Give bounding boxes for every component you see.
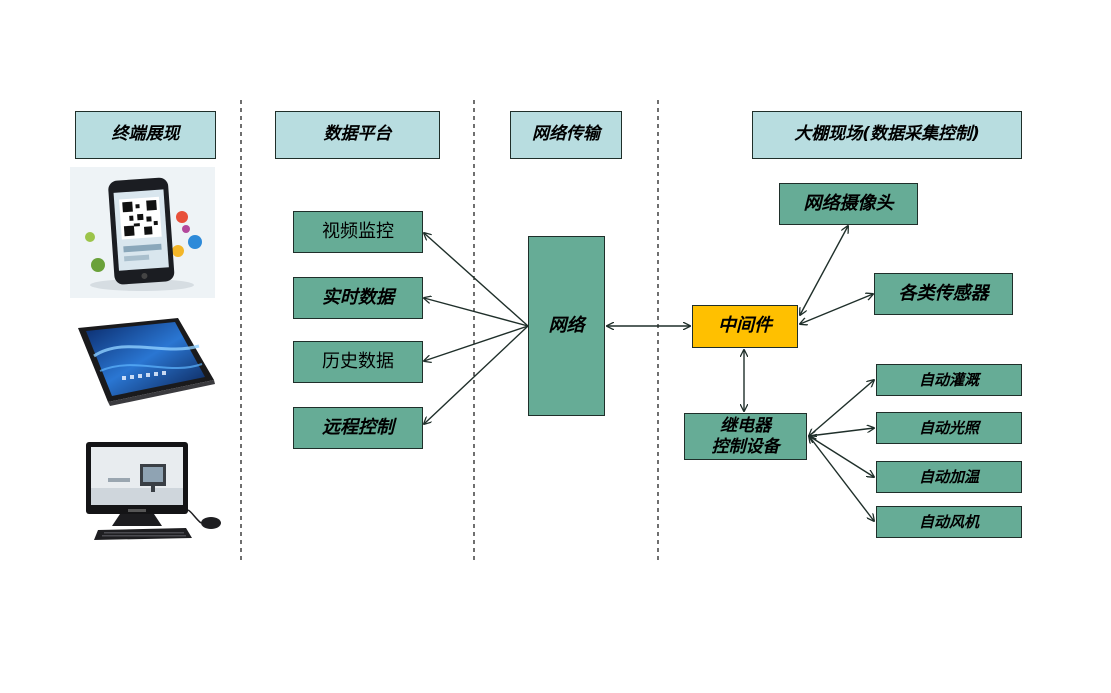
smartphone-image: [70, 167, 215, 298]
relay-control-node: 继电器 控制设备: [684, 413, 807, 460]
header-platform: 数据平台: [275, 111, 440, 159]
actuator-fan: 自动风机: [876, 506, 1022, 538]
header-terminal: 终端展现: [75, 111, 216, 159]
arrow-network-video: [424, 233, 529, 327]
sensors-node: 各类传感器: [874, 273, 1013, 315]
tablet-image: [78, 318, 215, 406]
relay-line-1: 继电器: [720, 416, 771, 437]
header-network: 网络传输: [510, 111, 622, 159]
actuator-irrigation: 自动灌溉: [876, 364, 1022, 396]
middleware-node: 中间件: [692, 305, 798, 348]
network-node: 网络: [528, 236, 605, 416]
arrow-relay-fan: [809, 436, 874, 521]
platform-realtime-data: 实时数据: [293, 277, 423, 319]
relay-line-2: 控制设备: [711, 436, 780, 457]
platform-video-monitoring: 视频监控: [293, 211, 423, 253]
network-camera-node: 网络摄像头: [779, 183, 918, 225]
platform-history-data: 历史数据: [293, 341, 423, 383]
arrow-relay-light: [809, 428, 874, 436]
actuator-lighting: 自动光照: [876, 412, 1022, 444]
arrow-network-history: [424, 325, 529, 361]
arrow-network-remote: [424, 325, 529, 424]
desktop-computer-image: [86, 442, 221, 540]
actuator-heating: 自动加温: [876, 461, 1022, 493]
platform-remote-control: 远程控制: [293, 407, 423, 449]
arrow-middleware-sensors: [800, 294, 873, 324]
arrow-relay-heating: [809, 436, 874, 477]
arrow-middleware-camera: [800, 226, 848, 315]
arrow-relay-irrigation: [809, 380, 874, 436]
header-greenhouse: 大棚现场(数据采集控制): [752, 111, 1022, 159]
arrow-network-realtime: [424, 298, 529, 327]
